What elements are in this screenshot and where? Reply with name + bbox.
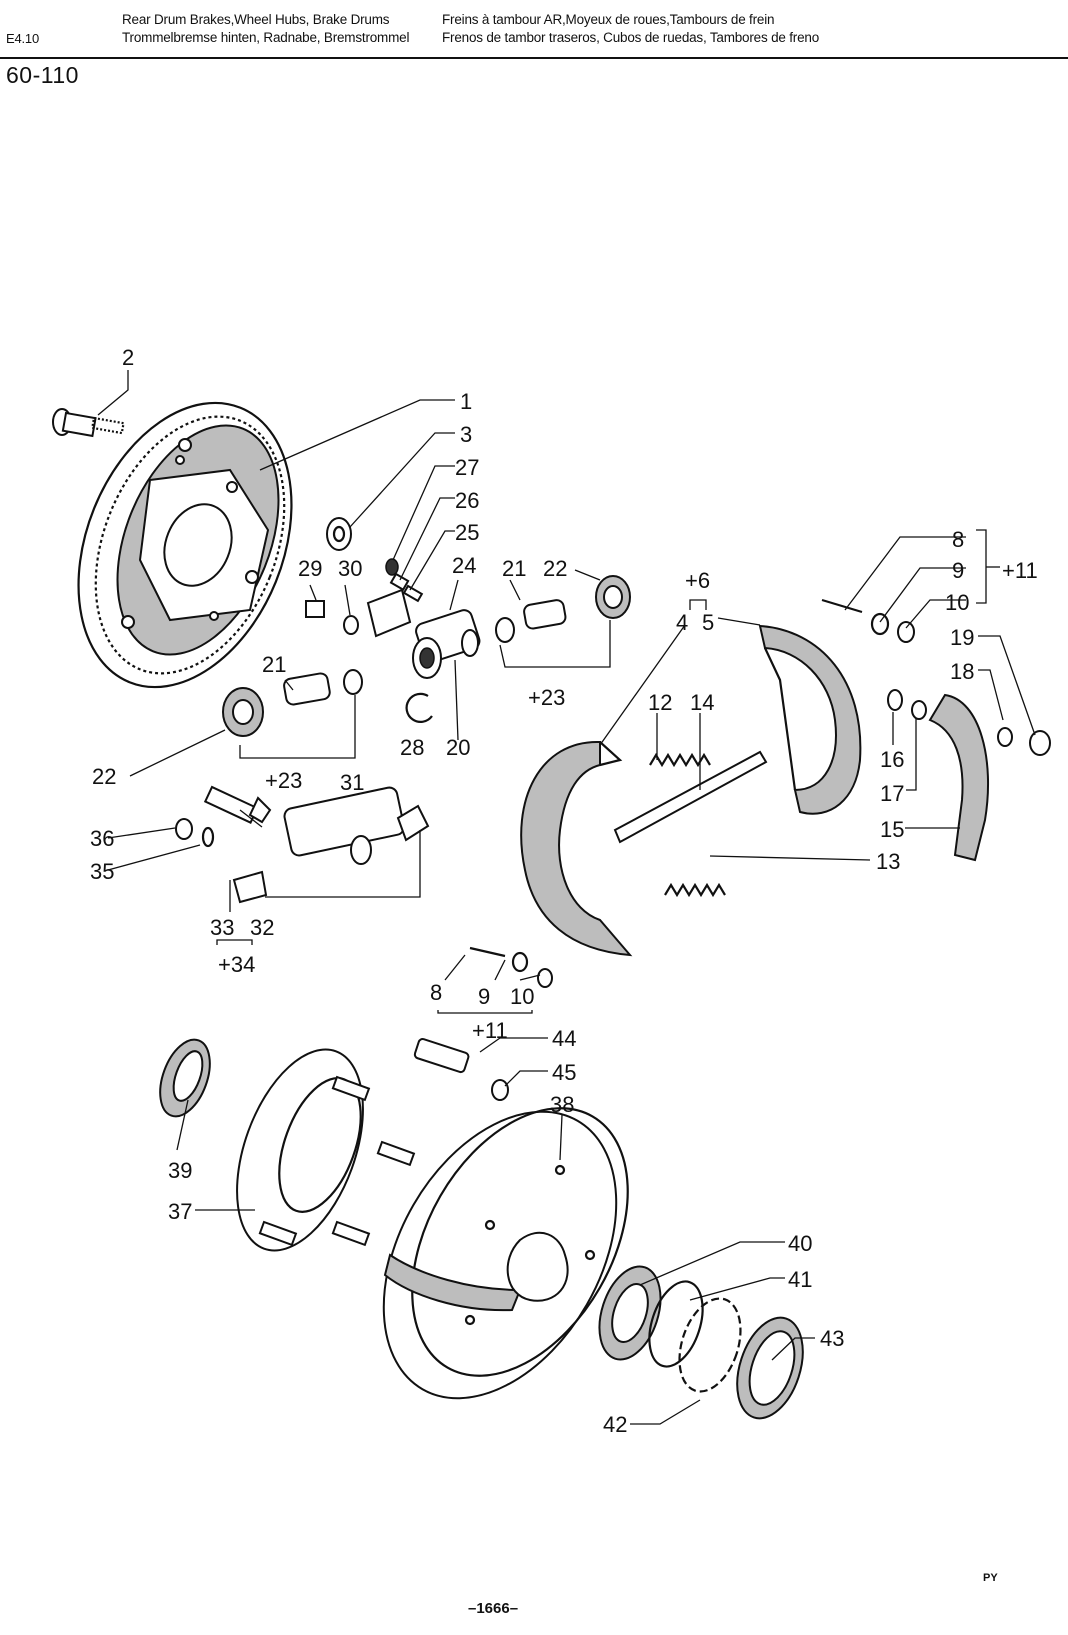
- callout-45: 45: [552, 1060, 576, 1085]
- callout-13: 13: [876, 849, 900, 874]
- bleed-valve: [385, 558, 424, 603]
- wheel-hub: [236, 1048, 416, 1252]
- wedge: [232, 870, 268, 904]
- callout-17: 17: [880, 781, 904, 806]
- brake-drum: [382, 1107, 629, 1400]
- axle-bolt: [413, 1038, 470, 1074]
- page-number: –1666–: [468, 1600, 519, 1617]
- callout-29: 29: [298, 556, 322, 581]
- callout-1: 1: [460, 389, 472, 414]
- callout-44: 44: [552, 1026, 576, 1051]
- adjuster-bolt: [203, 785, 272, 824]
- section-code: E4.10: [6, 31, 39, 46]
- strut: [613, 750, 768, 844]
- callout-20: 20: [446, 735, 470, 760]
- title-french: Freins à tambour AR,Moyeux de roues,Tamb…: [442, 12, 775, 27]
- callout-30: 30: [338, 556, 362, 581]
- bearing-ring: [648, 1280, 704, 1368]
- callout-40: 40: [788, 1231, 812, 1256]
- callout-26: 26: [455, 488, 479, 513]
- callout-6: +6: [685, 568, 710, 593]
- callout-8-upper: 8: [952, 527, 964, 552]
- callout-31: 31: [340, 770, 364, 795]
- callout-12: 12: [648, 690, 672, 715]
- washer-35: [201, 826, 215, 848]
- callout-25: 25: [455, 520, 479, 545]
- callout-24: 24: [452, 553, 476, 578]
- callout-19: 19: [950, 625, 974, 650]
- return-spring-12: [649, 752, 711, 768]
- figure-number: 60-110: [6, 62, 79, 88]
- wheel-cylinder: [412, 609, 481, 679]
- callout-3: 3: [460, 422, 472, 447]
- callout-18: 18: [950, 659, 974, 684]
- callout-15: 15: [880, 817, 904, 842]
- callout-4: 4: [676, 610, 688, 635]
- callout-38: 38: [550, 1092, 574, 1117]
- callout-35: 35: [90, 859, 114, 884]
- callout-2: 2: [122, 345, 134, 370]
- backing-plate: [77, 401, 293, 689]
- piston-boot-lower: [222, 669, 363, 737]
- callout-34: +34: [218, 952, 255, 977]
- callout-32: 32: [250, 915, 274, 940]
- callout-21-lower: 21: [262, 652, 286, 677]
- callout-16: 16: [880, 747, 904, 772]
- washer-30: [343, 615, 359, 635]
- callout-27: 27: [455, 455, 479, 480]
- leader-lines: [97, 370, 1036, 1425]
- nut: [326, 517, 352, 551]
- retaining-clip: [405, 692, 433, 723]
- callout-33: 33: [210, 915, 234, 940]
- adjuster-body: [283, 786, 430, 865]
- callout-22-lower: 22: [92, 764, 116, 789]
- bolt-29: [305, 600, 325, 618]
- footer-code: PY: [983, 1572, 998, 1584]
- callout-9-upper: 9: [952, 558, 964, 583]
- bolt-19: [1029, 730, 1051, 756]
- callout-41: 41: [788, 1267, 812, 1292]
- callout-8-lower: 8: [430, 980, 442, 1005]
- callout-numbers: 2 1 3 27 26 25 24 29 30 21 22 +6 4 5 21 …: [90, 345, 1038, 1437]
- callout-42: 42: [603, 1412, 627, 1437]
- callout-43: 43: [820, 1326, 844, 1351]
- washer-18: [997, 727, 1013, 747]
- callout-22-upper: 22: [543, 556, 567, 581]
- cylinder-bracket: [366, 588, 412, 638]
- parts-art: [52, 401, 1051, 1420]
- callout-11-lower: +11: [472, 1018, 508, 1043]
- parking-lever: [928, 693, 989, 862]
- washer-16: [887, 689, 903, 711]
- callout-36: 36: [90, 826, 114, 851]
- washer-45: [491, 1079, 509, 1101]
- callout-5: 5: [702, 610, 714, 635]
- title-german: Trommelbremse hinten, Radnabe, Bremstrom…: [122, 30, 410, 45]
- hold-down-lower: [469, 946, 553, 988]
- callout-10-upper: 10: [945, 590, 969, 615]
- brake-shoe-left: [520, 740, 633, 957]
- callout-10-lower: 10: [510, 984, 534, 1009]
- piston-boot-upper: [495, 575, 631, 643]
- title-english: Rear Drum Brakes,Wheel Hubs, Brake Drums: [122, 12, 390, 27]
- header-rule: [0, 57, 1068, 59]
- callout-37: 37: [168, 1199, 192, 1224]
- callout-9-lower: 9: [478, 984, 490, 1009]
- hold-down-upper: [821, 598, 915, 643]
- title-spanish: Frenos de tambor traseros, Cubos de rued…: [442, 30, 820, 45]
- callout-23-lower: +23: [265, 768, 302, 793]
- nut-36: [175, 818, 193, 840]
- callout-14: 14: [690, 690, 714, 715]
- callout-21-upper: 21: [502, 556, 526, 581]
- return-spring-13: [664, 882, 726, 898]
- washer-17: [911, 700, 927, 720]
- lock-washer: [678, 1297, 742, 1393]
- callout-23-upper: +23: [528, 685, 565, 710]
- callout-39: 39: [168, 1158, 192, 1183]
- callout-28: 28: [400, 735, 424, 760]
- callout-11-upper: +11: [1002, 558, 1038, 583]
- stud: [52, 408, 125, 438]
- brake-shoe-right: [758, 624, 862, 815]
